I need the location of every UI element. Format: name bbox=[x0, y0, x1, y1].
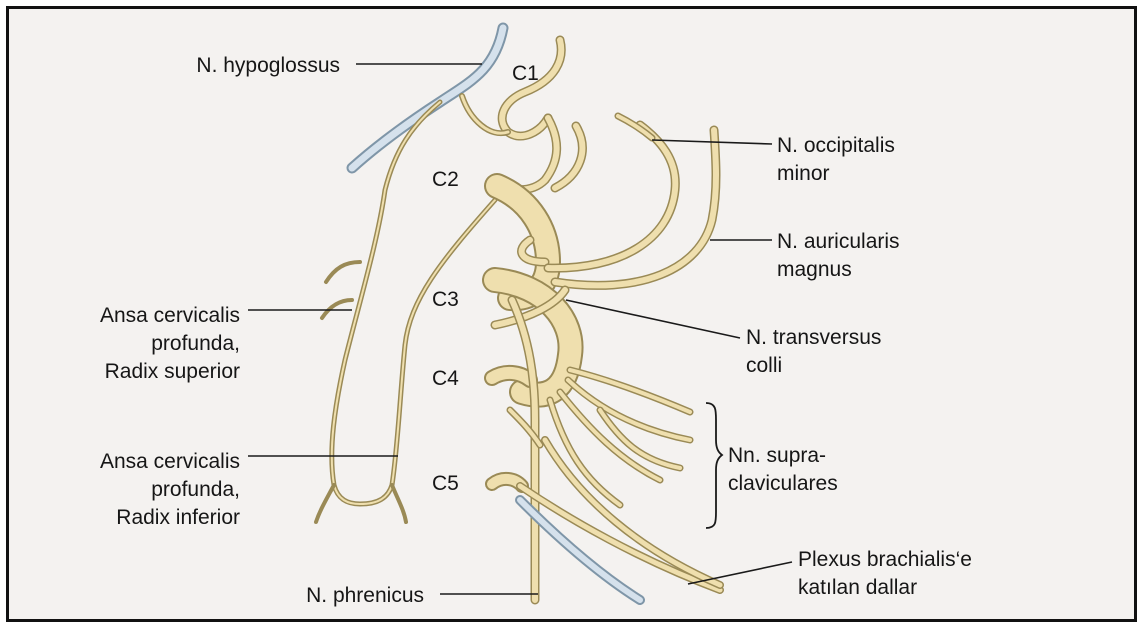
ansa-cervicalis-loop bbox=[316, 102, 495, 522]
label-ansa-inferior-line3: Radix inferior bbox=[116, 506, 240, 529]
label-occipitalis-line1: N. occipitalis bbox=[777, 134, 895, 157]
label-ansa-superior-line2: profunda, bbox=[151, 332, 240, 355]
label-brachialis-line2: katılan dallar bbox=[798, 576, 917, 599]
label-ansa-inferior-line1: Ansa cervicalis bbox=[100, 450, 240, 473]
label-transversus-line1: N. transversus bbox=[746, 326, 881, 349]
label-c1: C1 bbox=[512, 62, 539, 85]
phrenicus-nerve bbox=[512, 300, 535, 600]
occipitalis-minor-nerve bbox=[548, 116, 675, 268]
label-supra-line1: Nn. supra- bbox=[728, 444, 826, 467]
label-occipitalis-line2: minor bbox=[777, 162, 830, 185]
label-c2: C2 bbox=[432, 168, 459, 191]
label-hypoglossus: N. hypoglossus bbox=[196, 54, 340, 77]
label-ansa-superior-line1: Ansa cervicalis bbox=[100, 304, 240, 327]
label-c4: C4 bbox=[432, 367, 459, 390]
label-brachialis-line1: Plexus brachialis‘e bbox=[798, 548, 972, 571]
label-auricularis-line2: magnus bbox=[777, 258, 852, 281]
label-phrenicus: N. phrenicus bbox=[306, 584, 424, 607]
main-nerve-trunks bbox=[492, 118, 582, 395]
label-supra-line2: claviculares bbox=[728, 472, 838, 495]
label-c3: C3 bbox=[432, 288, 459, 311]
leader-brachialis bbox=[688, 562, 792, 584]
label-c5: C5 bbox=[432, 472, 459, 495]
hypoglossus-nerve bbox=[352, 28, 503, 168]
leader-transversus bbox=[566, 300, 740, 338]
label-auricularis-line1: N. auricularis bbox=[777, 230, 900, 253]
supraclaviculares-brace bbox=[706, 403, 722, 528]
label-transversus-line2: colli bbox=[746, 354, 782, 377]
label-ansa-superior-line3: Radix superior bbox=[105, 360, 240, 383]
label-ansa-inferior-line2: profunda, bbox=[151, 478, 240, 501]
